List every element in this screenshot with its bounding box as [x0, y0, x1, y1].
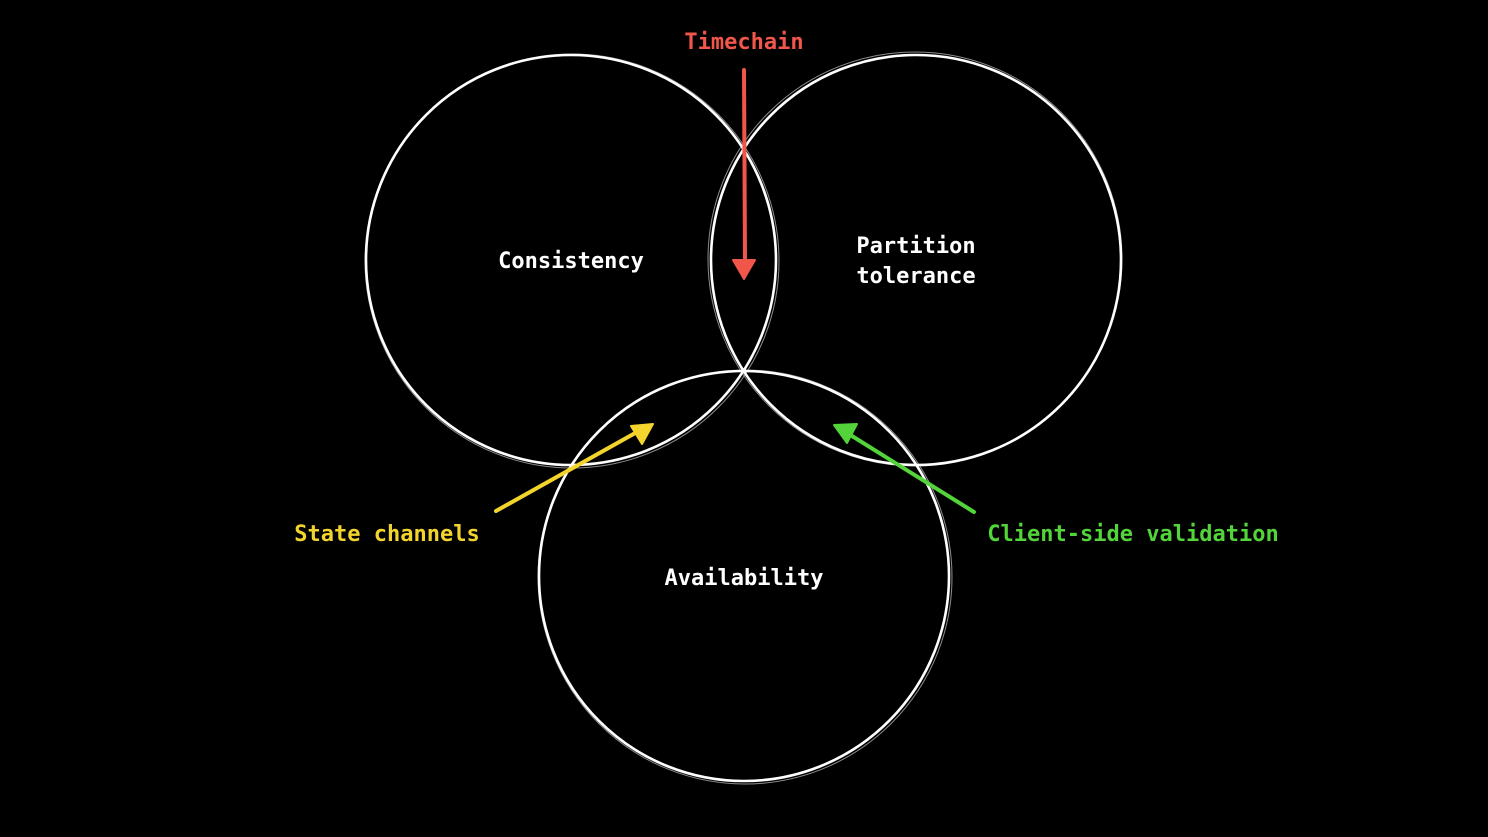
label-timechain: Timechain — [684, 30, 803, 55]
circle-availability — [537, 369, 953, 785]
client-side-validation-arrow — [833, 423, 976, 514]
state-channels-arrow — [494, 423, 654, 513]
label-state-channels: State channels — [294, 522, 479, 547]
label-client-side-validation: Client-side validation — [987, 522, 1278, 547]
label-partition-line2: tolerance — [856, 264, 975, 289]
label-partition-line1: Partition — [856, 234, 975, 259]
label-availability: Availability — [665, 566, 824, 591]
label-consistency: Consistency — [498, 249, 644, 274]
circle-partition-tolerance — [707, 51, 1123, 467]
timechain-arrow — [732, 68, 756, 280]
